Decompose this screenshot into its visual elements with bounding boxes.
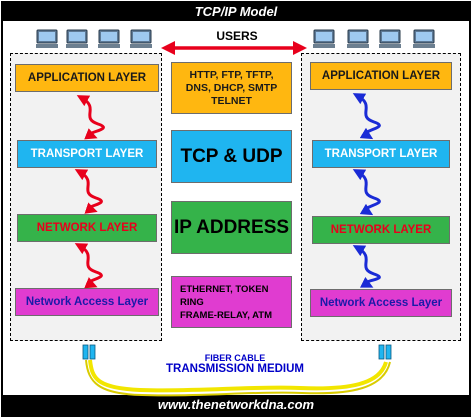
computer-icon	[413, 29, 435, 48]
users-label: USERS	[216, 29, 258, 43]
zigzag-arrow-icon	[74, 169, 103, 214]
network-addressing-label: IP ADDRESS	[173, 216, 290, 238]
right-network-layer-label: NETWORK LAYER	[330, 224, 432, 236]
access-line-2: FRAME-RELAY, ATM	[180, 309, 273, 321]
right-network-access-layer: Network Access Layer	[310, 289, 452, 317]
transmission-medium-label: FIBER CABLE TRANSMISSION MEDIUM	[150, 353, 320, 375]
computer-icon	[66, 29, 88, 48]
left-transport-layer-label: TRANSPORT LAYER	[30, 148, 144, 160]
right-transport-layer: TRANSPORT LAYER	[312, 140, 450, 168]
left-network-layer-label: NETWORK LAYER	[36, 222, 138, 234]
left-network-layer: NETWORK LAYER	[17, 214, 157, 242]
left-application-layer: APPLICATION LAYER	[15, 64, 159, 92]
transmission-medium-text: TRANSMISSION MEDIUM	[166, 363, 304, 375]
computer-icon	[379, 29, 401, 48]
protocols-line-2: DNS, DHCP, SMTP	[185, 81, 278, 94]
right-application-layer-label: APPLICATION LAYER	[321, 70, 441, 82]
left-network-access-layer-label: Network Access Layer	[25, 296, 149, 308]
protocols-line-1: HTTP, FTP, TFTP,	[189, 68, 274, 81]
left-network-access-layer: Network Access Layer	[15, 288, 159, 316]
application-protocols-box: HTTP, FTP, TFTP, DNS, DHCP, SMTP TELNET	[171, 62, 292, 114]
right-transport-layer-label: TRANSPORT LAYER	[324, 148, 438, 160]
computer-icon	[98, 29, 120, 48]
network-addressing-box: IP ADDRESS	[171, 201, 292, 254]
cable-icon	[85, 359, 391, 397]
zigzag-arrow-icon	[352, 169, 381, 216]
right-network-access-layer-label: Network Access Layer	[319, 297, 443, 309]
computer-icon	[130, 29, 152, 48]
zigzag-arrow-icon	[74, 243, 103, 289]
transport-protocols-box: TCP & UDP	[171, 130, 292, 183]
diagram-title: TCP/IP Model	[3, 3, 469, 21]
computer-icon	[313, 29, 335, 48]
left-transport-layer: TRANSPORT LAYER	[17, 140, 157, 168]
computer-icon	[36, 29, 58, 48]
protocols-line-3: TELNET	[211, 94, 252, 107]
fiber-connector-icon	[82, 344, 96, 360]
left-application-layer-label: APPLICATION LAYER	[27, 72, 147, 84]
right-network-layer: NETWORK LAYER	[312, 216, 450, 244]
zigzag-arrow-icon	[352, 93, 381, 140]
access-technologies-box: ETHERNET, TOKEN RING FRAME-RELAY, ATM	[171, 276, 292, 328]
footer-url: www.thenetworkdna.com	[3, 395, 469, 415]
zigzag-arrow-icon	[76, 95, 105, 140]
access-line-1: ETHERNET, TOKEN RING	[180, 283, 269, 308]
zigzag-arrow-icon	[352, 245, 381, 288]
transport-protocols-label: TCP & UDP	[180, 145, 283, 167]
fiber-connector-icon	[378, 344, 392, 360]
computer-icon	[347, 29, 369, 48]
cable-icon	[88, 359, 388, 393]
fiber-cable-label: FIBER CABLE	[204, 353, 266, 363]
right-application-layer: APPLICATION LAYER	[310, 62, 452, 90]
